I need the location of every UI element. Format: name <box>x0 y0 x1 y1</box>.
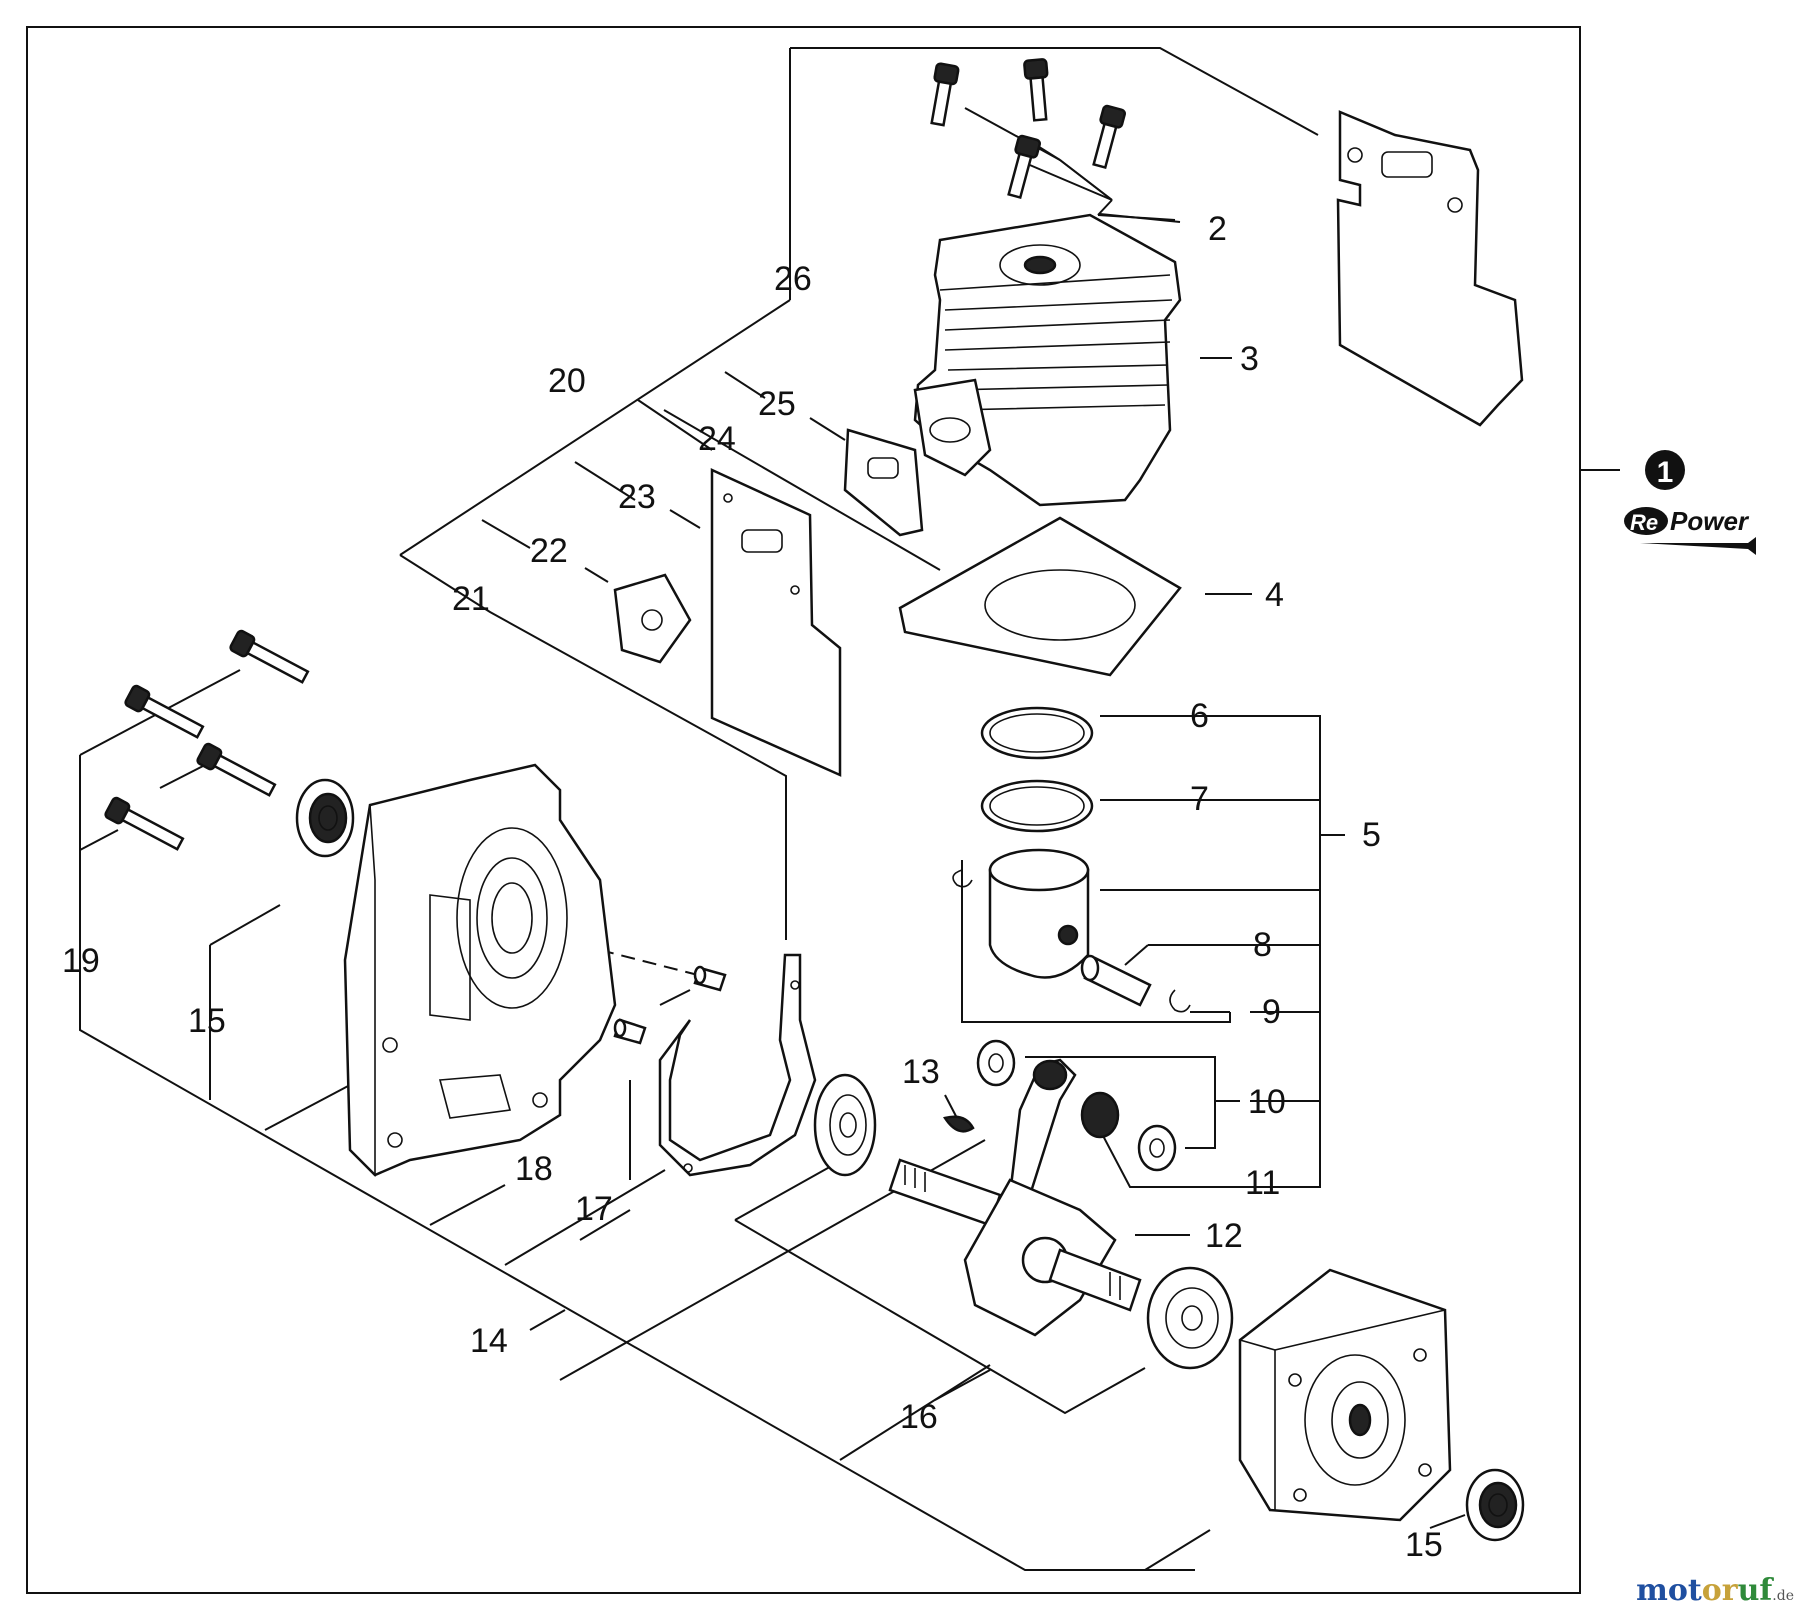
motoruf-watermark: motoruf.de <box>1636 1573 1794 1608</box>
part-piston-pin <box>1080 954 1152 1007</box>
part-thrust-washer-lower <box>1137 1124 1177 1172</box>
part-oil-seal-left <box>295 778 355 858</box>
callout-23: 23 <box>618 478 656 516</box>
part-piston <box>988 848 1090 979</box>
callout-13: 13 <box>902 1053 940 1091</box>
callout-5: 5 <box>1362 816 1381 854</box>
callout-18: 18 <box>515 1150 553 1188</box>
callout-8: 8 <box>1253 926 1272 964</box>
part-oil-seal-right <box>1465 1468 1525 1542</box>
part-crankshaft <box>888 1058 1142 1337</box>
callout-1-badge: 1 <box>1645 450 1685 490</box>
watermark-part-3: uf <box>1737 1573 1773 1608</box>
callout-labels: 2 3 4 5 6 7 8 9 10 11 12 13 14 15 15 16 … <box>62 210 1443 1564</box>
callout-12: 12 <box>1205 1217 1243 1255</box>
callout-26: 26 <box>774 260 812 298</box>
part-crankcase-right <box>1238 1268 1452 1522</box>
watermark-part-2: or <box>1701 1573 1738 1608</box>
part-intake-gasket-large <box>710 468 842 777</box>
part-cylinder <box>913 213 1182 507</box>
callout-22: 22 <box>530 532 568 570</box>
part-crankcase-left <box>343 763 617 1177</box>
callout-21: 21 <box>452 580 490 618</box>
callout-16: 16 <box>900 1398 938 1436</box>
part-ball-bearing-left <box>813 1073 877 1177</box>
callout-17: 17 <box>575 1190 613 1228</box>
part-piston-ring-second <box>980 779 1094 833</box>
callout-24: 24 <box>698 420 736 458</box>
repower-logo-text: Power <box>1670 506 1750 536</box>
watermark-part-1: mot <box>1636 1573 1702 1608</box>
callout-4: 4 <box>1265 576 1284 614</box>
repower-logo: Re Power <box>1624 506 1756 555</box>
callout-15-left: 15 <box>188 1002 226 1040</box>
part-ball-bearing-right <box>1146 1266 1234 1370</box>
watermark-tld: .de <box>1772 1588 1794 1604</box>
callout-9: 9 <box>1262 993 1281 1031</box>
part-crankcase-gasket <box>658 953 817 1177</box>
part-muffler-heat-shield <box>1336 110 1524 427</box>
callout-14: 14 <box>470 1322 508 1360</box>
callout-1: 1 <box>1657 456 1674 489</box>
part-insulator-gasket <box>613 573 692 664</box>
repower-logo-prefix: Re <box>1630 510 1658 535</box>
part-piston-ring-top <box>980 706 1094 760</box>
callout-15-right: 15 <box>1405 1526 1443 1564</box>
part-needle-bearing <box>1080 1091 1120 1139</box>
callout-7: 7 <box>1190 780 1209 818</box>
part-cylinder-bolts <box>930 58 1126 200</box>
callout-19: 19 <box>62 942 100 980</box>
callout-25: 25 <box>758 385 796 423</box>
callout-11: 11 <box>1245 1164 1280 1202</box>
part-thrust-washer-upper <box>976 1039 1016 1087</box>
part-cylinder-base-gasket <box>898 516 1182 677</box>
callout-2: 2 <box>1208 210 1227 248</box>
part-circlip-left <box>952 869 973 888</box>
callout-3: 3 <box>1240 340 1259 378</box>
callout-20: 20 <box>548 362 586 400</box>
part-dowel-pins <box>613 965 727 1045</box>
callout-6: 6 <box>1190 697 1209 735</box>
part-exhaust-gasket <box>843 428 924 537</box>
diagram-frame <box>26 26 1581 1594</box>
callout-10: 10 <box>1248 1083 1286 1121</box>
part-woodruff-key <box>942 1115 975 1133</box>
part-crankcase-bolts <box>104 629 310 851</box>
part-circlip-right <box>1169 989 1191 1013</box>
